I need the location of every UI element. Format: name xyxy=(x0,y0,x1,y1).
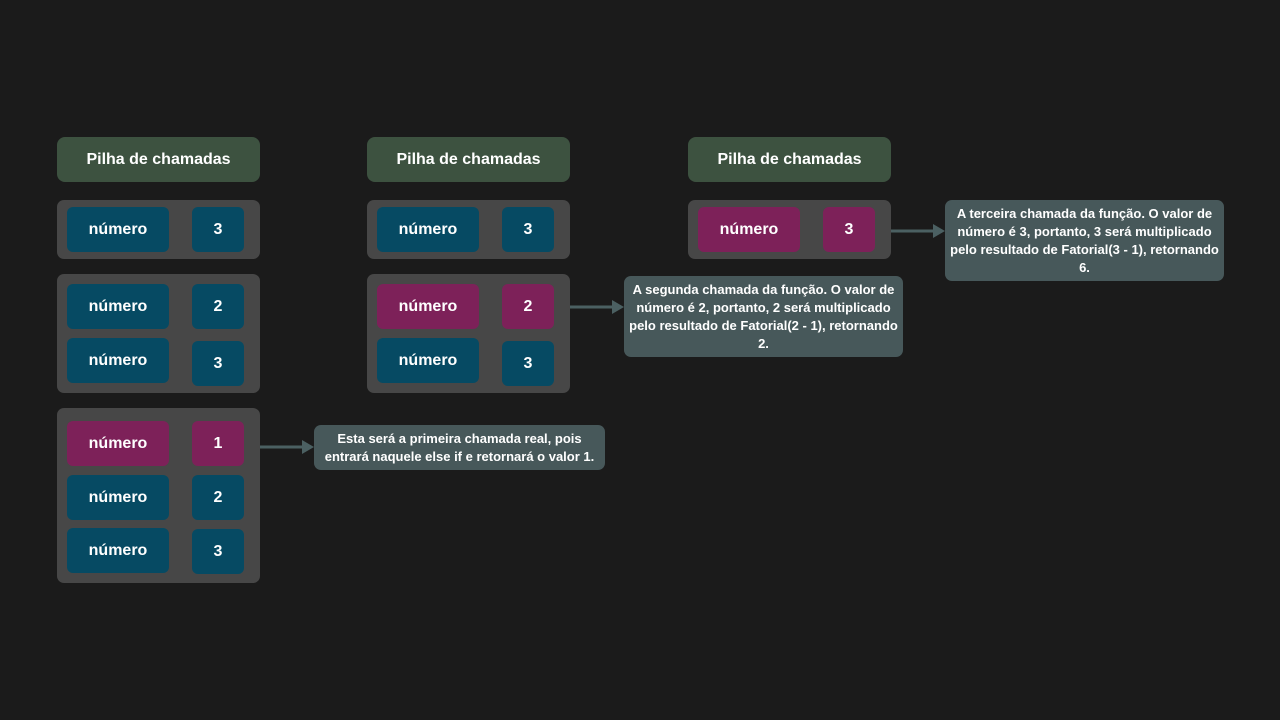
column-2-stack-2: número 2 número 3 xyxy=(367,274,570,393)
arrow-second-call xyxy=(570,300,624,314)
frame-value: 3 xyxy=(502,207,554,252)
frame-value-active: 1 xyxy=(192,421,244,466)
column-3-header: Pilha de chamadas xyxy=(688,137,891,182)
frame-label: número xyxy=(377,338,479,383)
frame-label: número xyxy=(67,284,169,329)
arrow-first-call xyxy=(260,440,314,454)
frame-label: número xyxy=(67,338,169,383)
frame-value: 2 xyxy=(192,475,244,520)
frame-value: 3 xyxy=(192,341,244,386)
column-1-header: Pilha de chamadas xyxy=(57,137,260,182)
note-first-call: Esta será a primeira chamada real, pois … xyxy=(314,425,605,470)
frame-label-active: número xyxy=(698,207,800,252)
column-2-header: Pilha de chamadas xyxy=(367,137,570,182)
column-1-stack-3: número 1 número 2 número 3 xyxy=(57,408,260,583)
frame-label: número xyxy=(67,528,169,573)
frame-value-active: 3 xyxy=(823,207,875,252)
note-second-call: A segunda chamada da função. O valor de … xyxy=(624,276,903,357)
column-1-stack-1: número 3 xyxy=(57,200,260,259)
frame-value-active: 2 xyxy=(502,284,554,329)
frame-label: número xyxy=(377,207,479,252)
frame-value: 3 xyxy=(192,207,244,252)
frame-label: número xyxy=(67,207,169,252)
note-third-call: A terceira chamada da função. O valor de… xyxy=(945,200,1224,281)
frame-label-active: número xyxy=(67,421,169,466)
frame-value: 2 xyxy=(192,284,244,329)
frame-label-active: número xyxy=(377,284,479,329)
arrow-third-call xyxy=(891,224,945,238)
frame-value: 3 xyxy=(192,529,244,574)
column-3-stack-1: número 3 xyxy=(688,200,891,259)
column-2-stack-1: número 3 xyxy=(367,200,570,259)
frame-label: número xyxy=(67,475,169,520)
frame-value: 3 xyxy=(502,341,554,386)
column-1-stack-2: número 2 número 3 xyxy=(57,274,260,393)
